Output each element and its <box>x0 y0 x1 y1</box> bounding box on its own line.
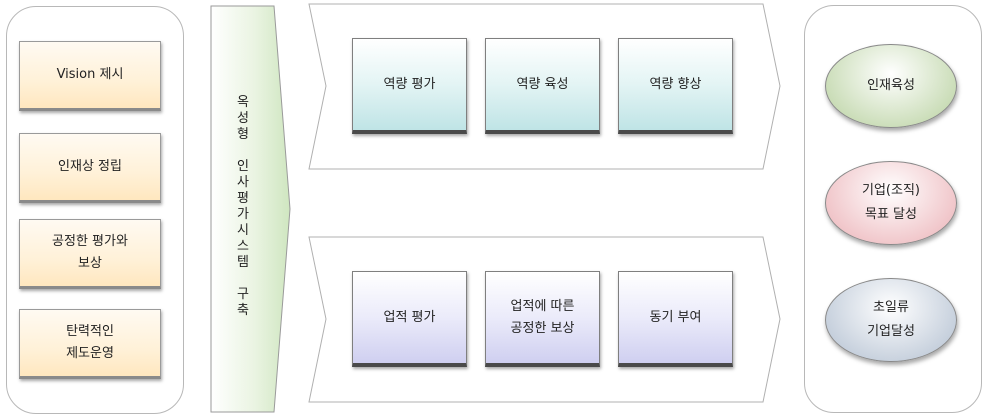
goal-flexible-operation: 탄력적인 제도운영 <box>19 309 161 379</box>
goal-vision: Vision 제시 <box>19 41 161 111</box>
step-motivation: 동기 부여 <box>618 271 733 367</box>
goal-fair-evaluation: 공정한 평가와 보상 <box>19 219 161 289</box>
outcome-world-class-company: 초일류 기업달성 <box>825 278 957 362</box>
step-competency-development: 역량 육성 <box>485 38 600 134</box>
outcome-talent-development: 인재육성 <box>825 44 957 128</box>
step-fair-reward: 업적에 따른 공정한 보상 <box>485 271 600 367</box>
step-competency-evaluation: 역량 평가 <box>352 38 467 134</box>
system-construction-label: 옥 성 형 인 사 평 가 시 스 템 구 축 <box>237 95 249 318</box>
center-arrow-band <box>210 5 291 413</box>
step-performance-evaluation: 업적 평가 <box>352 271 467 367</box>
step-competency-improvement: 역량 향상 <box>618 38 733 134</box>
outcome-goal-achievement: 기업(조직) 목표 달성 <box>825 161 957 245</box>
goal-talent-profile: 인재상 정립 <box>19 133 161 203</box>
